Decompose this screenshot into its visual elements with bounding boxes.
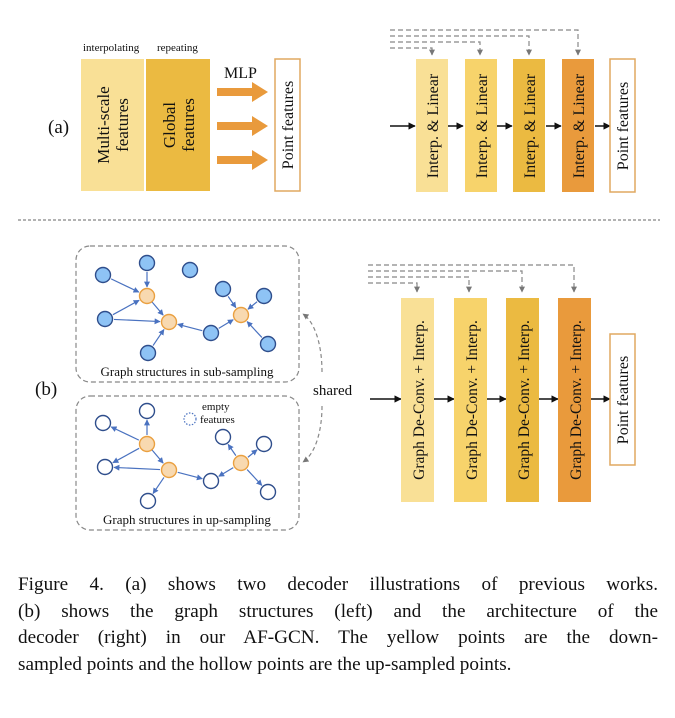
graph-edge bbox=[152, 328, 165, 346]
interp-linear-block bbox=[562, 59, 594, 192]
caption-line: Figure 4. (a) shows two decoder illustra… bbox=[18, 574, 658, 595]
shared-arrows bbox=[302, 313, 323, 463]
sampled-node-icon bbox=[138, 435, 156, 453]
graph-edge bbox=[110, 426, 140, 441]
feature-node-icon bbox=[138, 254, 156, 272]
up-sampling-graph bbox=[94, 402, 277, 510]
graph-deconv-label: Graph De-Conv. + Interp. bbox=[464, 320, 481, 480]
interp-linear-block bbox=[416, 59, 448, 192]
point-features-label: Point features bbox=[615, 82, 632, 170]
graph-edge bbox=[227, 443, 237, 456]
empty-node-icon bbox=[138, 402, 156, 420]
empty-node-icon bbox=[139, 492, 157, 510]
multi-scale-label: Multi-scale bbox=[94, 86, 113, 163]
panel-a-label: (a) bbox=[48, 117, 69, 138]
mlp-arrow-icon bbox=[217, 82, 268, 102]
graph-edge bbox=[177, 322, 203, 332]
global-label: Global bbox=[160, 102, 179, 149]
interp-linear-label: Interp. & Linear bbox=[571, 73, 588, 178]
graph-deconv-block bbox=[454, 298, 487, 502]
graph-edge bbox=[246, 321, 263, 338]
interp-linear-label: Interp. & Linear bbox=[522, 73, 539, 178]
empty-node-icon bbox=[94, 414, 112, 432]
mlp-label: MLP bbox=[224, 65, 257, 82]
legend-empty: empty bbox=[202, 401, 230, 413]
sampled-node-icon bbox=[160, 313, 178, 331]
graph-edge bbox=[113, 464, 161, 471]
figure-caption: Figure 4. (a) shows two decoder illustra… bbox=[18, 572, 658, 678]
interpolating-annotation: interpolating bbox=[83, 42, 140, 54]
point-features-label: Point features bbox=[615, 356, 632, 444]
mlp-arrow-icon bbox=[217, 116, 268, 136]
global-features-label: features bbox=[179, 98, 198, 152]
graph-edge bbox=[218, 319, 234, 329]
mlp-arrow-icon bbox=[217, 150, 268, 170]
graph-edge bbox=[247, 301, 258, 310]
skip-connections bbox=[368, 264, 577, 293]
graph-edge bbox=[247, 449, 258, 458]
feature-node-icon bbox=[139, 344, 157, 362]
feature-node-icon bbox=[259, 335, 277, 353]
feature-node-icon bbox=[96, 310, 114, 328]
graph-edge bbox=[112, 299, 140, 316]
up-sampling-graph-box bbox=[75, 395, 300, 531]
sampled-node-icon bbox=[232, 306, 250, 324]
legend-features: features bbox=[200, 414, 235, 426]
sub-sampling-graph-box bbox=[75, 245, 300, 383]
caption-line: (b) shows the graph structures (left) an… bbox=[18, 600, 658, 622]
empty-node-icon bbox=[259, 483, 277, 501]
graph-edge bbox=[110, 278, 140, 293]
figure-diagram: (a) interpolating repeating Multi-scale … bbox=[18, 29, 660, 531]
empty-node-icon bbox=[202, 472, 220, 490]
feature-node-icon bbox=[214, 280, 232, 298]
graph-deconv-block bbox=[506, 298, 539, 502]
interp-linear-block bbox=[513, 59, 545, 192]
point-features-box bbox=[274, 58, 301, 192]
panel-b-label: (b) bbox=[35, 379, 57, 400]
sub-sampling-graph bbox=[94, 254, 277, 362]
graph-edge bbox=[177, 471, 203, 481]
graph-deconv-label: Graph De-Conv. + Interp. bbox=[516, 320, 533, 480]
point-features-box bbox=[609, 333, 636, 466]
feature-node-icon bbox=[255, 287, 273, 305]
global-features-block bbox=[146, 59, 210, 191]
empty-node-icon bbox=[96, 458, 114, 476]
graph-deconv-block bbox=[401, 298, 434, 502]
repeating-annotation: repeating bbox=[157, 42, 198, 54]
caption-line: sampled points and the hollow points are… bbox=[18, 653, 512, 675]
interp-linear-label: Interp. & Linear bbox=[425, 73, 442, 178]
graph-edge bbox=[147, 296, 164, 316]
sub-sampling-caption: Graph structures in sub-sampling bbox=[101, 364, 274, 379]
empty-node-icon bbox=[214, 428, 232, 446]
caption-line: decoder (right) in our AF-GCN. The yello… bbox=[18, 627, 658, 648]
feature-node-icon bbox=[202, 324, 220, 342]
interp-linear-block bbox=[465, 59, 497, 192]
sampled-node-icon bbox=[160, 461, 178, 479]
graph-edge bbox=[218, 467, 234, 477]
interp-linear-label: Interp. & Linear bbox=[474, 73, 491, 178]
skip-connections bbox=[390, 29, 581, 56]
point-features-box bbox=[609, 58, 636, 193]
graph-deconv-block bbox=[558, 298, 591, 502]
graph-edge bbox=[112, 447, 140, 464]
feature-node-icon bbox=[94, 266, 112, 284]
graph-edge bbox=[113, 318, 161, 325]
graph-deconv-label: Graph De-Conv. + Interp. bbox=[568, 320, 585, 480]
graph-edge bbox=[227, 296, 237, 309]
feature-node-icon bbox=[181, 261, 199, 279]
graph-deconv-label: Graph De-Conv. + Interp. bbox=[411, 320, 428, 480]
multi-scale-features-block bbox=[81, 59, 144, 191]
sampled-node-icon bbox=[232, 454, 250, 472]
graph-edge bbox=[246, 469, 263, 486]
sampled-node-icon bbox=[138, 287, 156, 305]
graph-edge bbox=[152, 477, 165, 495]
point-features-label: Point features bbox=[280, 81, 297, 169]
shared-label: shared bbox=[313, 383, 353, 399]
empty-features-icon bbox=[183, 412, 197, 426]
empty-node-icon bbox=[255, 435, 273, 453]
graph-edge bbox=[147, 444, 164, 464]
up-sampling-caption: Graph structures in up-sampling bbox=[103, 512, 271, 527]
multi-scale-features-label: features bbox=[113, 98, 132, 152]
